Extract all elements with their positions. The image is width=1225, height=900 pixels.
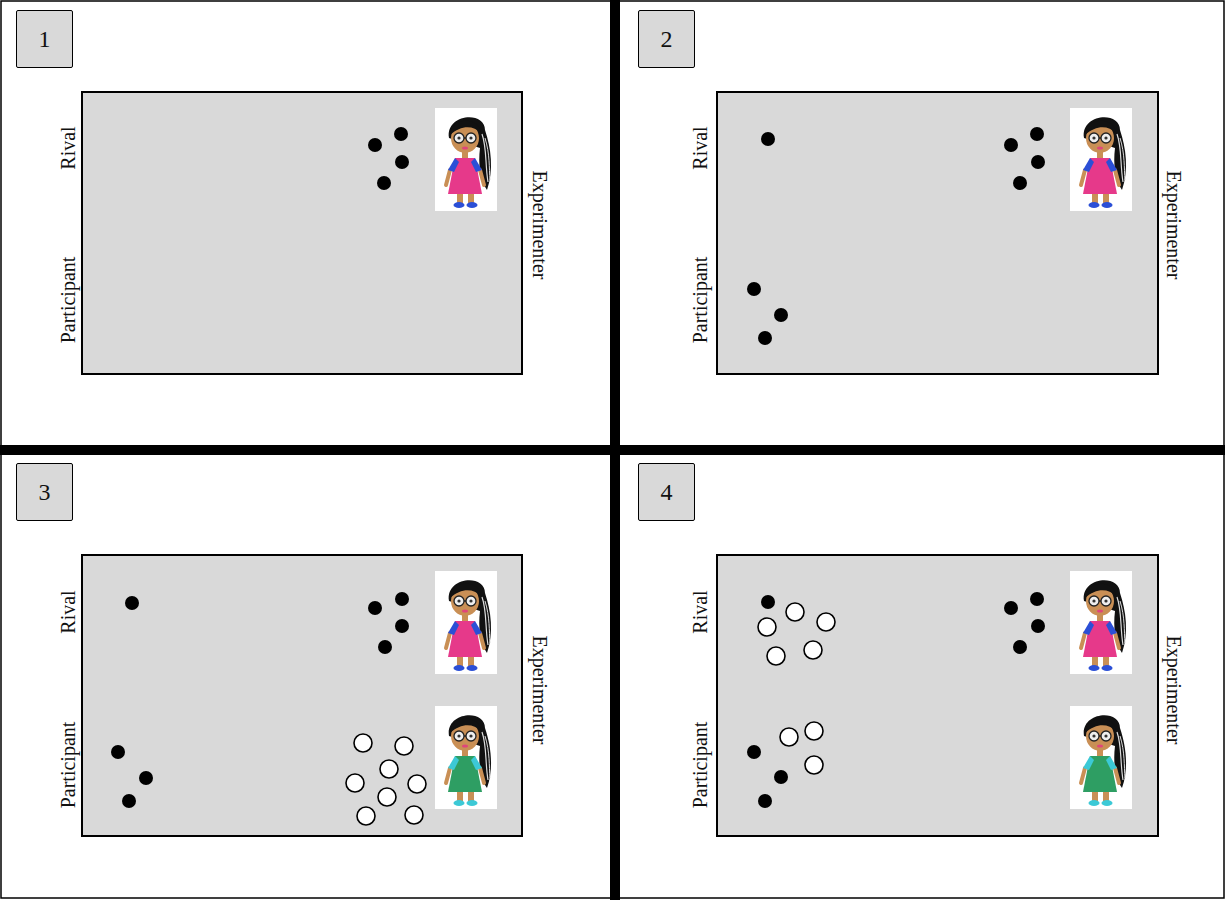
white-chip <box>780 728 798 746</box>
black-chip <box>1013 176 1027 190</box>
girl-figure <box>1070 108 1132 211</box>
white-chip <box>378 788 396 806</box>
table <box>717 555 1158 836</box>
black-chip <box>395 592 409 606</box>
white-chip <box>346 603 835 825</box>
table <box>717 92 1158 374</box>
panel-number: 3 <box>39 480 51 504</box>
black-chip <box>758 794 772 808</box>
black-chip <box>747 282 761 296</box>
girl-figure <box>1070 571 1132 674</box>
white-chip <box>805 722 823 740</box>
black-chip <box>111 745 125 759</box>
white-chip <box>346 774 364 792</box>
black-chip <box>139 771 153 785</box>
black-chip <box>1031 619 1045 633</box>
seat-label: Rival <box>58 590 78 633</box>
panel-number: 1 <box>39 27 51 51</box>
white-chip <box>804 641 822 659</box>
table <box>82 555 522 836</box>
white-chip <box>408 775 426 793</box>
white-chip <box>817 613 835 631</box>
panel-divider <box>0 445 1225 455</box>
panel-number: 2 <box>661 27 673 51</box>
panel-number-box: 2 <box>638 10 695 68</box>
black-chip <box>125 596 139 610</box>
black-chip <box>774 308 788 322</box>
white-chip <box>805 756 823 774</box>
black-chip <box>368 601 382 615</box>
girl-figure <box>435 108 497 211</box>
black-chip <box>111 127 1045 808</box>
white-chip <box>786 603 804 621</box>
black-chip <box>395 619 409 633</box>
black-chip <box>395 155 409 169</box>
girl-figure <box>435 571 497 674</box>
seat-label: Participant <box>58 722 78 809</box>
black-chip <box>122 794 136 808</box>
white-chip <box>354 734 372 752</box>
seat-label: Rival <box>58 126 78 169</box>
girl-figure <box>435 108 1132 809</box>
white-chip <box>758 618 776 636</box>
seat-label: Participant <box>690 257 710 344</box>
seat-label: Experimenter <box>530 171 550 280</box>
black-chip <box>761 595 775 609</box>
white-chip <box>767 647 785 665</box>
panel-number: 4 <box>661 480 673 504</box>
black-chip <box>368 138 382 152</box>
seat-label: Rival <box>690 126 710 169</box>
table <box>82 92 522 374</box>
black-chip <box>1004 138 1018 152</box>
panel-number-box: 4 <box>638 463 695 521</box>
white-chip <box>357 807 375 825</box>
white-chip <box>405 806 423 824</box>
black-chip <box>394 127 408 141</box>
black-chip <box>1031 155 1045 169</box>
panel-number-box: 1 <box>16 10 73 68</box>
black-chip <box>758 331 772 345</box>
black-chip <box>1030 592 1044 606</box>
panel-number-box: 3 <box>16 463 73 521</box>
seat-label: Rival <box>690 590 710 633</box>
black-chip <box>761 132 775 146</box>
seat-label: Participant <box>58 257 78 344</box>
girl-figure <box>1070 706 1132 809</box>
seat-label: Experimenter <box>530 636 550 745</box>
seat-label: Experimenter <box>1164 636 1184 745</box>
black-chip <box>1004 601 1018 615</box>
black-chip <box>1030 127 1044 141</box>
white-chip <box>380 760 398 778</box>
black-chip <box>747 745 761 759</box>
white-chip <box>395 737 413 755</box>
seat-label: Participant <box>690 722 710 809</box>
girl-figure <box>435 706 497 809</box>
black-chip <box>1013 640 1027 654</box>
black-chip <box>378 640 392 654</box>
black-chip <box>774 770 788 784</box>
seat-label: Experimenter <box>1164 171 1184 280</box>
black-chip <box>377 176 391 190</box>
